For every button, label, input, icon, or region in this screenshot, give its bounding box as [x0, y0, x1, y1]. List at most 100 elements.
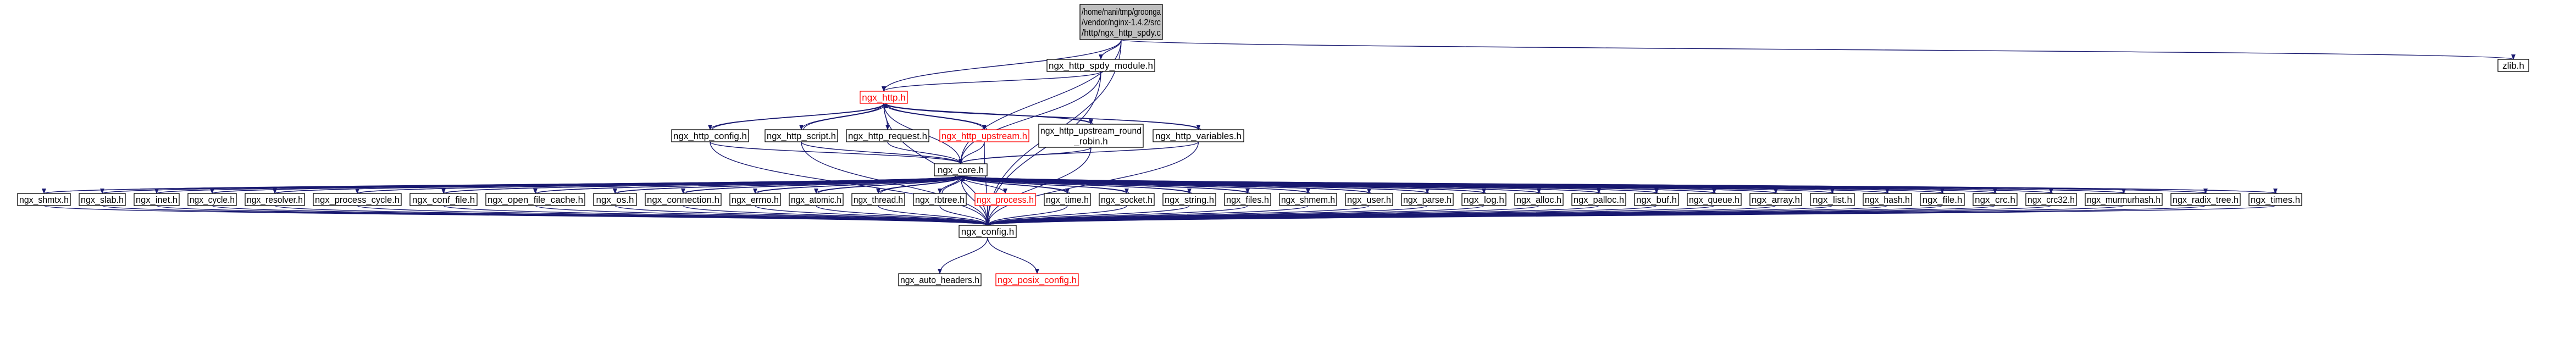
node-parse[interactable]: ngx_parse.h [1401, 193, 1454, 206]
node-box[interactable] [1038, 124, 1144, 148]
node-box[interactable] [934, 163, 988, 176]
node-box[interactable] [974, 193, 1036, 206]
node-box[interactable] [1279, 193, 1337, 206]
node-box[interactable] [671, 129, 749, 142]
node-box[interactable] [898, 273, 982, 286]
node-root[interactable]: /home/nani/tmp/groonga/vendor/nginx-1.4.… [1079, 4, 1163, 40]
node-radix-tree[interactable]: ngx_radix_tree.h [2170, 193, 2241, 206]
node-box[interactable] [1571, 193, 1626, 206]
node-murmurhash[interactable]: ngx_murmurhash.h [2085, 193, 2163, 206]
node-process[interactable]: ngx_process.h [974, 193, 1036, 206]
node-box[interactable] [1461, 193, 1506, 206]
node-box[interactable] [245, 193, 305, 206]
node-crc[interactable]: ngx_crc.h [1973, 193, 2018, 206]
node-box[interactable] [846, 129, 929, 142]
node-box[interactable] [1973, 193, 2018, 206]
node-auto-headers[interactable]: ngx_auto_headers.h [898, 273, 982, 286]
node-box[interactable] [1046, 59, 1155, 72]
node-box[interactable] [1687, 193, 1742, 206]
node-conf-file[interactable]: ngx_conf_file.h [409, 193, 478, 206]
node-spdy-module[interactable]: ngx_http_spdy_module.h [1046, 59, 1155, 72]
node-open-file-cache[interactable]: ngx_open_file_cache.h [485, 193, 585, 206]
node-zlib[interactable]: zlib.h [2497, 59, 2529, 72]
node-socket[interactable]: ngx_socket.h [1099, 193, 1155, 206]
node-box[interactable] [1079, 4, 1163, 40]
node-box[interactable] [2085, 193, 2163, 206]
node-palloc[interactable]: ngx_palloc.h [1571, 193, 1626, 206]
node-box[interactable] [409, 193, 478, 206]
node-box[interactable] [729, 193, 781, 206]
node-upstream-round[interactable]: ngx_http_upstream_round_robin.h [1038, 124, 1144, 148]
node-box[interactable] [187, 193, 237, 206]
node-atomic[interactable]: ngx_atomic.h [789, 193, 844, 206]
node-http-script[interactable]: ngx_http_script.h [765, 129, 838, 142]
node-box[interactable] [851, 193, 905, 206]
node-box[interactable] [313, 193, 402, 206]
node-box[interactable] [2248, 193, 2302, 206]
node-box[interactable] [1345, 193, 1393, 206]
node-file[interactable]: ngx_file.h [1920, 193, 1965, 206]
node-box[interactable] [1044, 193, 1091, 206]
node-box[interactable] [1810, 193, 1855, 206]
node-process-cycle[interactable]: ngx_process_cycle.h [313, 193, 402, 206]
node-os[interactable]: ngx_os.h [593, 193, 637, 206]
node-slab[interactable]: ngx_slab.h [79, 193, 126, 206]
node-box[interactable] [1153, 129, 1244, 142]
node-shmtx[interactable]: ngx_shmtx.h [17, 193, 71, 206]
node-box[interactable] [959, 225, 1017, 238]
node-box[interactable] [1401, 193, 1454, 206]
node-http[interactable]: ngx_http.h [860, 91, 908, 104]
node-connection[interactable]: ngx_connection.h [645, 193, 722, 206]
node-http-config[interactable]: ngx_http_config.h [671, 129, 749, 142]
node-box[interactable] [939, 129, 1029, 142]
node-files[interactable]: ngx_files.h [1224, 193, 1271, 206]
node-rbtree[interactable]: ngx_rbtree.h [913, 193, 967, 206]
node-time[interactable]: ngx_time.h [1044, 193, 1091, 206]
node-box[interactable] [2170, 193, 2241, 206]
node-box[interactable] [913, 193, 967, 206]
node-box[interactable] [1162, 193, 1216, 206]
node-inet[interactable]: ngx_inet.h [134, 193, 180, 206]
node-core[interactable]: ngx_core.h [934, 163, 988, 176]
node-box[interactable] [79, 193, 126, 206]
node-box[interactable] [1224, 193, 1271, 206]
node-queue[interactable]: ngx_queue.h [1687, 193, 1742, 206]
node-box[interactable] [789, 193, 844, 206]
node-box[interactable] [2025, 193, 2077, 206]
node-box[interactable] [134, 193, 180, 206]
node-user[interactable]: ngx_user.h [1345, 193, 1393, 206]
node-box[interactable] [1749, 193, 1802, 206]
node-buf[interactable]: ngx_buf.h [1634, 193, 1679, 206]
node-box[interactable] [645, 193, 722, 206]
node-times[interactable]: ngx_times.h [2248, 193, 2302, 206]
node-box[interactable] [17, 193, 71, 206]
node-config[interactable]: ngx_config.h [959, 225, 1017, 238]
node-crc32[interactable]: ngx_crc32.h [2025, 193, 2077, 206]
node-string[interactable]: ngx_string.h [1162, 193, 1216, 206]
node-hash[interactable]: ngx_hash.h [1863, 193, 1912, 206]
node-box[interactable] [593, 193, 637, 206]
node-errno[interactable]: ngx_errno.h [729, 193, 781, 206]
node-box[interactable] [860, 91, 908, 104]
node-http-request[interactable]: ngx_http_request.h [846, 129, 929, 142]
node-http-upstream[interactable]: ngx_http_upstream.h [939, 129, 1029, 142]
node-box[interactable] [485, 193, 585, 206]
node-box[interactable] [2497, 59, 2529, 72]
node-alloc[interactable]: ngx_alloc.h [1514, 193, 1564, 206]
node-thread[interactable]: ngx_thread.h [851, 193, 905, 206]
node-http-variables[interactable]: ngx_http_variables.h [1153, 129, 1244, 142]
node-cycle[interactable]: ngx_cycle.h [187, 193, 237, 206]
node-box[interactable] [765, 129, 838, 142]
node-box[interactable] [995, 273, 1079, 286]
node-box[interactable] [1863, 193, 1912, 206]
node-box[interactable] [1634, 193, 1679, 206]
node-posix-config[interactable]: ngx_posix_config.h [995, 273, 1079, 286]
node-box[interactable] [1514, 193, 1564, 206]
node-box[interactable] [1920, 193, 1965, 206]
node-resolver[interactable]: ngx_resolver.h [245, 193, 305, 206]
node-shmem[interactable]: ngx_shmem.h [1279, 193, 1337, 206]
node-log[interactable]: ngx_log.h [1461, 193, 1506, 206]
node-box[interactable] [1099, 193, 1155, 206]
node-list[interactable]: ngx_list.h [1810, 193, 1855, 206]
node-array[interactable]: ngx_array.h [1749, 193, 1802, 206]
